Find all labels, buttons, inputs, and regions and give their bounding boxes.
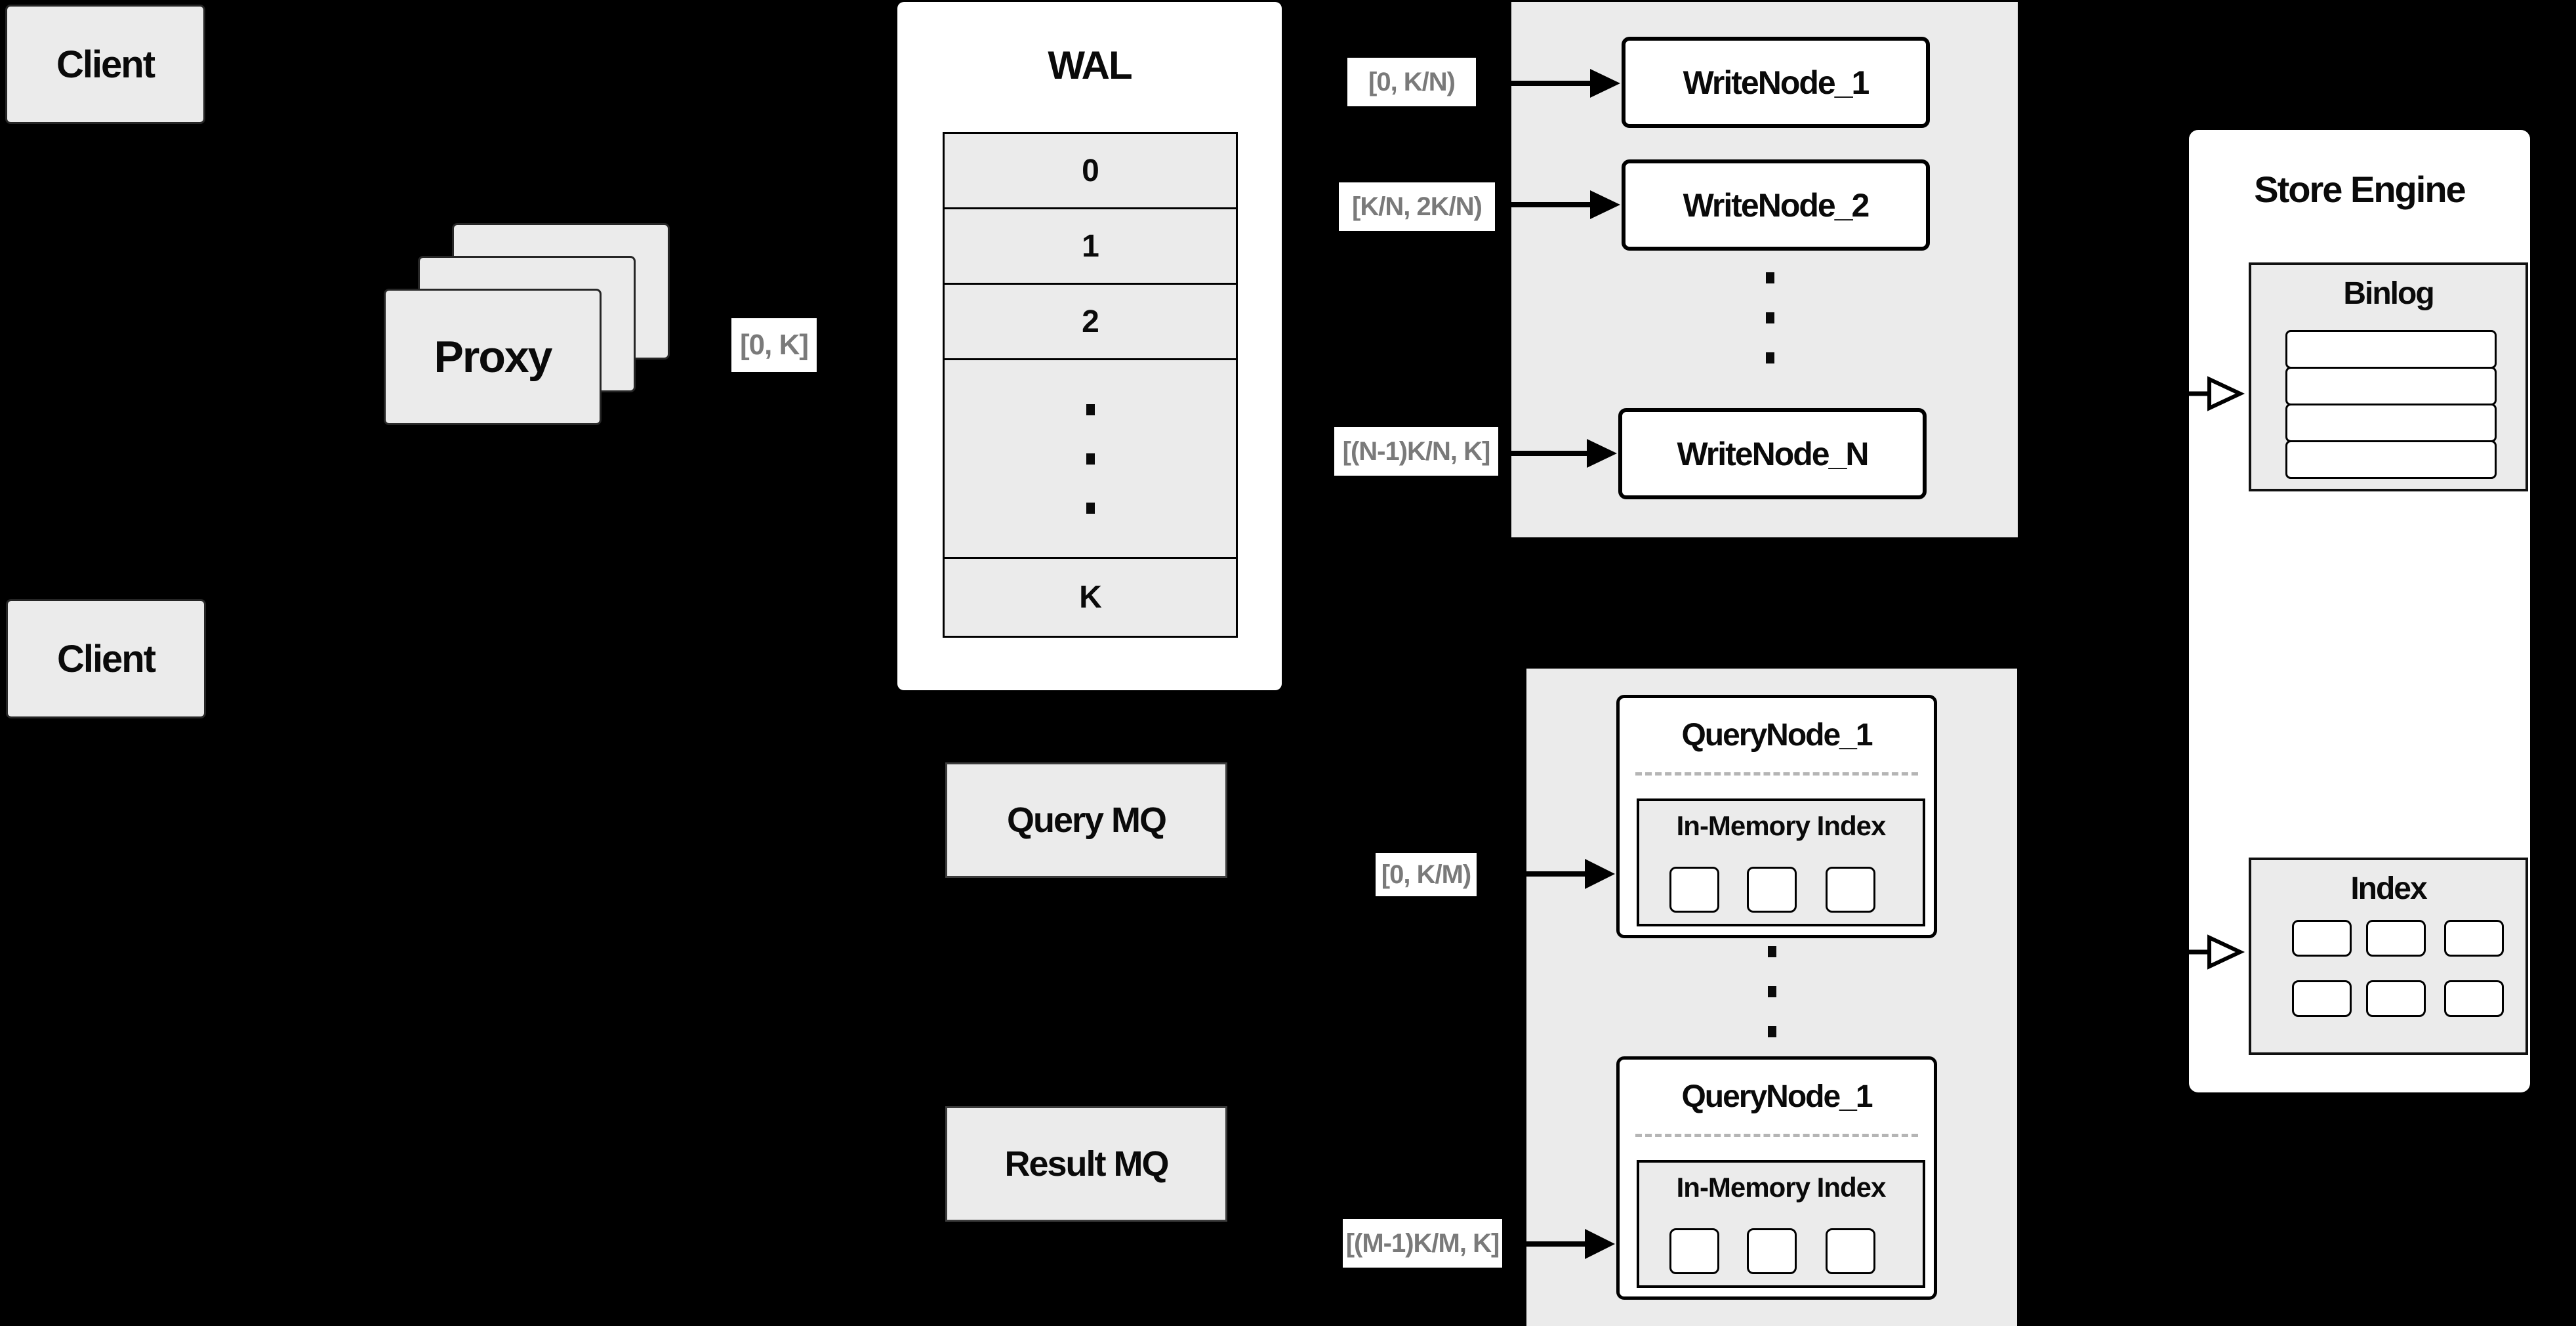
index-slot	[2444, 920, 2504, 957]
range-label-proxy-output: [0, K]	[731, 318, 817, 372]
index-box: Index	[2249, 858, 2528, 1055]
write-node-2-label: WriteNode_2	[1683, 186, 1870, 224]
dot-icon	[1766, 272, 1774, 283]
dot-icon	[1086, 502, 1095, 514]
wal-segment-row-k: K	[943, 557, 1238, 638]
write-node-1: WriteNode_1	[1622, 37, 1930, 128]
wal-segment-row-0: 0	[943, 132, 1238, 209]
binlog-rows	[2285, 330, 2497, 479]
client-top-label: Client	[56, 43, 155, 86]
range-label-proxy-output-text: [0, K]	[740, 329, 809, 361]
client-box-top: Client	[5, 5, 205, 124]
proxy-label: Proxy	[434, 332, 553, 382]
range-label-write-2-text: [K/N, 2K/N)	[1352, 192, 1482, 221]
query-mq-box: Query MQ	[945, 762, 1227, 878]
in-memory-index-title: In-Memory Index	[1676, 810, 1887, 841]
dot-icon	[1766, 352, 1774, 363]
range-label-write-n: [(N-1)K/N, K]	[1334, 427, 1498, 476]
index-title: Index	[2350, 871, 2427, 906]
ellipsis-dots	[1086, 404, 1095, 514]
wal-segment-table: 0 1 2 K	[943, 132, 1238, 638]
binlog-title: Binlog	[2343, 276, 2434, 311]
client-box-bottom: Client	[6, 599, 206, 718]
memory-slot	[1747, 1228, 1797, 1274]
range-label-write-n-text: [(N-1)K/N, K]	[1342, 436, 1491, 466]
binlog-row	[2285, 404, 2497, 442]
range-label-write-1: [0, K/N)	[1347, 58, 1476, 106]
dot-icon	[1768, 1026, 1776, 1037]
write-node-2: WriteNode_2	[1622, 159, 1930, 251]
in-memory-index-box: In-Memory Index	[1637, 798, 1925, 926]
wal-segment-row-1: 1	[943, 207, 1238, 285]
result-mq-label: Result MQ	[1004, 1144, 1169, 1184]
write-nodes-panel: WriteNode_1 WriteNode_2 WriteNode_N	[1511, 2, 2018, 537]
range-label-query-m-text: [(M-1)K/M, K]	[1345, 1228, 1500, 1258]
wal-segment-0: 0	[1082, 153, 1099, 188]
dot-icon	[1768, 986, 1776, 997]
dashed-separator	[1635, 1134, 1918, 1137]
store-engine-title: Store Engine	[2254, 169, 2466, 210]
range-label-write-1-text: [0, K/N)	[1368, 67, 1456, 96]
memory-slot	[1747, 867, 1797, 913]
store-engine-panel: Store Engine Binlog Index	[2189, 130, 2530, 1092]
in-memory-index-box: In-Memory Index	[1637, 1160, 1925, 1288]
range-label-query-1-text: [0, K/M)	[1381, 860, 1471, 889]
write-node-1-label: WriteNode_1	[1683, 64, 1870, 101]
wal-segment-k: K	[1079, 580, 1102, 615]
dot-icon	[1086, 453, 1095, 465]
index-slot	[2366, 980, 2426, 1017]
wal-panel: WAL 0 1 2 K	[897, 2, 1282, 690]
dot-icon	[1768, 946, 1776, 957]
ellipsis-dots	[1768, 946, 1776, 1037]
query-mq-label: Query MQ	[1006, 800, 1167, 840]
index-slot	[2292, 920, 2352, 957]
query-node-top-title: QueryNode_1	[1681, 717, 1873, 753]
query-nodes-panel: QueryNode_1 In-Memory Index QueryNode_1 …	[1526, 669, 2017, 1326]
memory-slot	[1826, 867, 1875, 913]
result-mq-box: Result MQ	[945, 1106, 1227, 1222]
write-node-n-label: WriteNode_N	[1677, 435, 1869, 472]
write-node-n: WriteNode_N	[1618, 408, 1927, 499]
binlog-box: Binlog	[2249, 262, 2528, 491]
query-node-top: QueryNode_1 In-Memory Index	[1616, 695, 1937, 938]
client-bottom-label: Client	[56, 637, 156, 680]
binlog-row	[2285, 367, 2497, 405]
range-label-query-1: [0, K/M)	[1376, 853, 1477, 896]
wal-segment-2: 2	[1082, 304, 1099, 339]
index-slot	[2444, 980, 2504, 1017]
binlog-row	[2285, 440, 2497, 479]
wal-segment-row-2: 2	[943, 283, 1238, 360]
index-slot	[2366, 920, 2426, 957]
query-node-bottom-title: QueryNode_1	[1681, 1079, 1873, 1114]
ellipsis-dots	[1766, 272, 1774, 363]
memory-slot	[1826, 1228, 1875, 1274]
proxy-box-front: Proxy	[384, 289, 602, 425]
binlog-row	[2285, 330, 2497, 369]
wal-ellipsis-row	[943, 358, 1238, 559]
memory-slot	[1669, 867, 1719, 913]
in-memory-index-title: In-Memory Index	[1676, 1172, 1887, 1203]
dot-icon	[1766, 312, 1774, 323]
memory-slot	[1669, 1228, 1719, 1274]
index-slot	[2292, 980, 2352, 1017]
dot-icon	[1086, 404, 1095, 415]
query-node-bottom: QueryNode_1 In-Memory Index	[1616, 1056, 1937, 1300]
range-label-write-2: [K/N, 2K/N)	[1339, 182, 1495, 231]
range-label-query-m: [(M-1)K/M, K]	[1343, 1219, 1502, 1268]
dashed-separator	[1635, 772, 1918, 776]
wal-segment-1: 1	[1082, 228, 1099, 264]
wal-title: WAL	[1048, 43, 1132, 87]
